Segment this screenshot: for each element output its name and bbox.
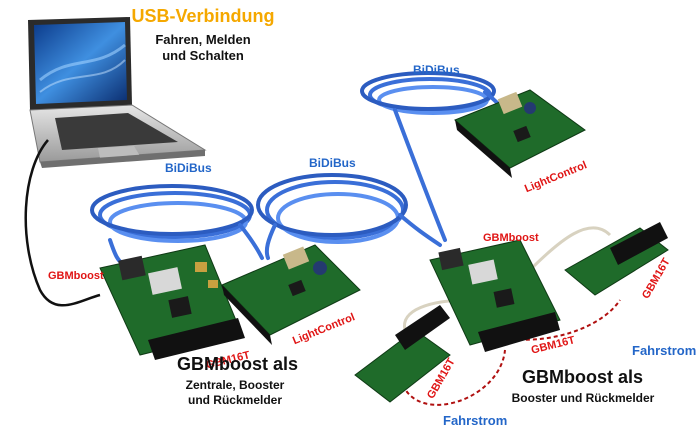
fahrstrom-label-right: Fahrstrom: [632, 343, 697, 358]
gbm16t-right-top-board: [564, 222, 669, 296]
gbmboost-right-board: [429, 239, 561, 352]
bidibus-cable-2: [256, 173, 442, 260]
usb-title: USB-Verbindung: [131, 6, 275, 26]
bidibus-label-3: BiDiBus: [413, 63, 460, 77]
fahrstrom-wire-left: [402, 349, 506, 406]
gbm16t-left-bottom-board: [354, 305, 451, 403]
usb-cable: [24, 139, 101, 307]
left-caption-line2: und Rückmelder: [187, 393, 283, 407]
gbm-bus-cable-right: [528, 226, 612, 272]
gbmboost-right-label: GBMboost: [483, 232, 539, 244]
gbmboost-left-board: [99, 244, 245, 360]
laptop-icon: [28, 17, 207, 168]
fahrstrom-label-left: Fahrstrom: [443, 413, 508, 428]
lightcontrol-top-board: [454, 89, 586, 178]
bidibus-cable-3: [360, 71, 507, 242]
usb-subtitle-line2: und Schalten: [162, 48, 244, 63]
bidibus-label-2: BiDiBus: [309, 156, 356, 170]
usb-subtitle-line1: Fahren, Melden: [155, 32, 251, 47]
left-caption-title: GBMboost als: [177, 354, 299, 374]
usb-subtitle: Fahren, Melden und Schalten: [128, 32, 278, 64]
fahrstrom-wire-right: [504, 299, 621, 341]
bidibus-label-1: BiDiBus: [165, 161, 212, 175]
left-caption-line1: Zentrale, Booster: [185, 378, 285, 392]
lightcontrol-mid-board: [221, 244, 361, 345]
gbmboost-left-label: GBMboost: [48, 270, 104, 282]
right-caption-title: GBMboost als: [522, 367, 644, 387]
right-caption-line1: Booster und Rückmelder: [511, 391, 655, 405]
